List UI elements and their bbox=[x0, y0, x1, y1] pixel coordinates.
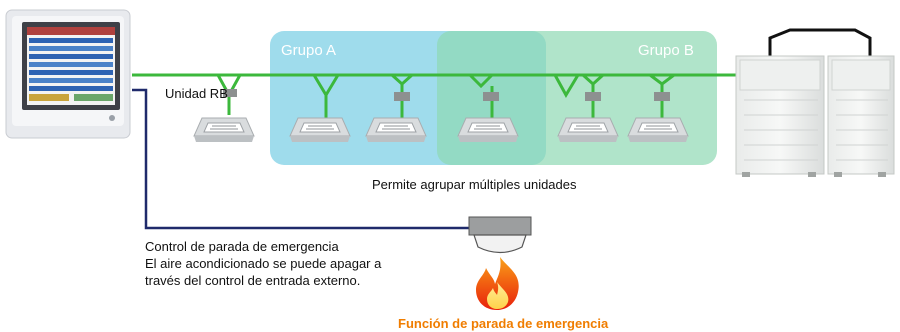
ceiling-cassette-icon bbox=[193, 117, 255, 142]
rb-unit-label: Unidad RB bbox=[165, 86, 228, 101]
group-a-label: Grupo A bbox=[281, 42, 337, 59]
emergency-sensor-icon bbox=[468, 216, 532, 254]
emergency-line-1: Control de parada de emergencia bbox=[145, 239, 339, 254]
rb-box-icon bbox=[585, 92, 601, 101]
grouping-caption: Permite agrupar múltiples unidades bbox=[372, 177, 577, 192]
group-b-label: Grupo B bbox=[638, 42, 694, 59]
outdoor-unit-icon bbox=[735, 55, 825, 177]
outdoor-unit-icon bbox=[827, 55, 895, 177]
emergency-line-2: El aire acondicionado se puede apagar a bbox=[145, 256, 382, 271]
ceiling-cassette-icon bbox=[289, 117, 351, 142]
emergency-line-3: través del control de entrada externo. bbox=[145, 273, 361, 288]
wall-controller-icon bbox=[5, 9, 131, 139]
rb-box-icon bbox=[223, 89, 237, 97]
ceiling-cassette-icon bbox=[627, 117, 689, 142]
ceiling-cassette-icon bbox=[557, 117, 619, 142]
rb-box-icon bbox=[654, 92, 670, 101]
rb-box-icon bbox=[394, 92, 410, 101]
emergency-description: Control de parada de emergencia El aire … bbox=[145, 238, 381, 289]
ceiling-cassette-icon bbox=[457, 117, 519, 142]
fire-icon bbox=[476, 257, 519, 310]
outdoor-connection-pipe bbox=[768, 28, 872, 56]
emergency-function-title: Función de parada de emergencia bbox=[398, 316, 609, 331]
signal-line bbox=[132, 88, 470, 230]
rb-box-icon bbox=[483, 92, 499, 101]
ceiling-cassette-icon bbox=[365, 117, 427, 142]
